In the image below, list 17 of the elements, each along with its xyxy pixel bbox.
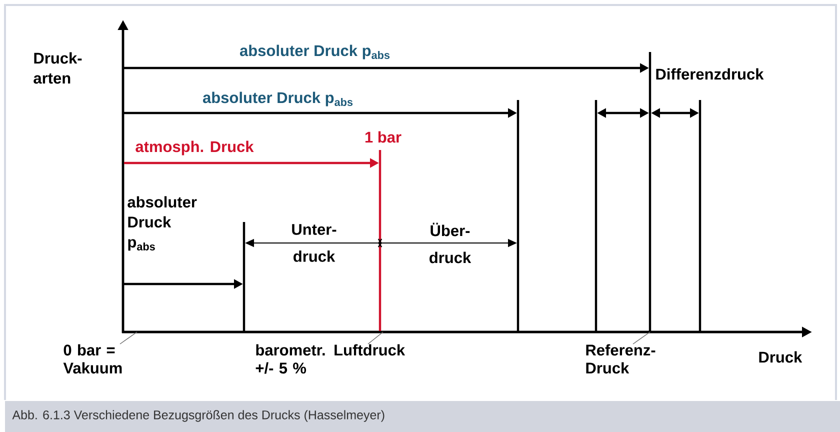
dimension-label: absoluter Druck p$_{abs}$ — [240, 44, 390, 60]
annotation-text: 0 bar = Vakuum — [63, 344, 122, 374]
axis-label: Druck — [759, 351, 802, 363]
annotation-text: barometr. Luftdruck +/- 5 % — [256, 344, 406, 374]
caption-bar: Abb. 6.1.3 Verschiedene Bezugsgrößen des Drucks (Hasselmeyer) — [5, 401, 840, 432]
leader-line — [120, 332, 138, 344]
dimension-label: absoluter Druck p$_{abs}$ — [202, 92, 353, 106]
leader-line — [632, 332, 650, 344]
dimension-label: atmosph. Druck — [136, 140, 254, 156]
dimension-label: absoluter Druck p$_{abs}$ — [128, 196, 197, 251]
dimension-label: Differenzdruck — [656, 68, 764, 80]
dimension-label: Über- druck — [430, 222, 472, 264]
dimension-label: Unter- druck — [292, 224, 336, 262]
dimension-label: 1 bar — [365, 131, 402, 143]
axis-label: Druck- arten — [34, 52, 82, 84]
annotation-text: Referenz- Druck — [586, 344, 656, 374]
leader-line — [368, 332, 384, 344]
